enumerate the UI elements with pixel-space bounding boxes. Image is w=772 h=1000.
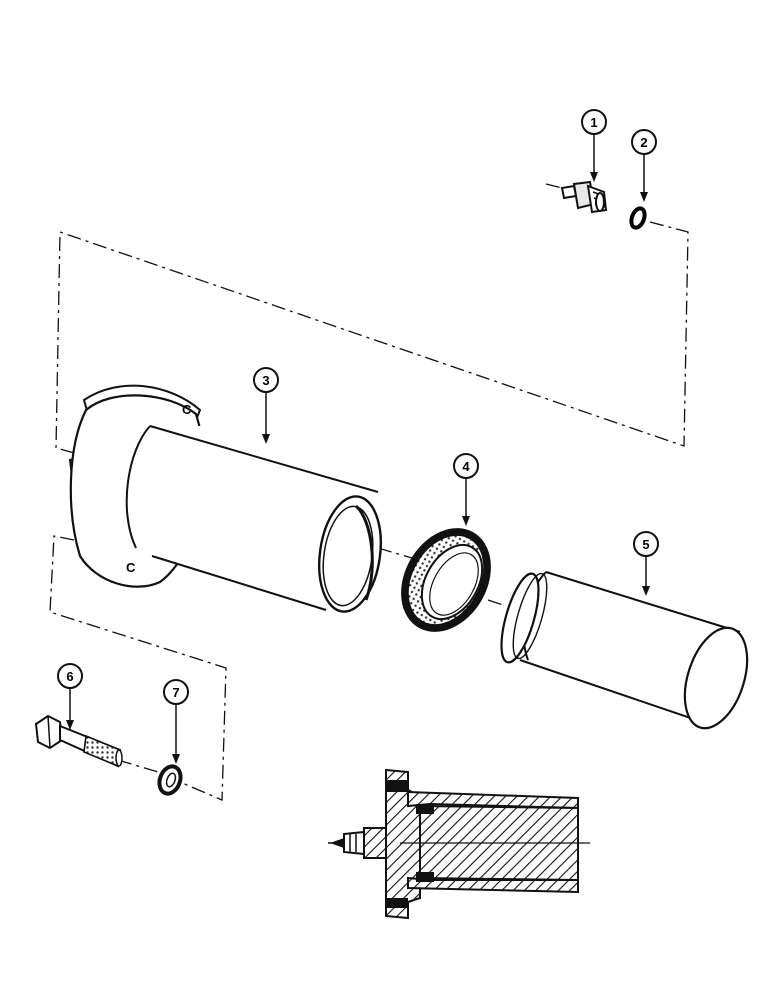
flange-mark-upper: C [182, 402, 192, 417]
callout-7-label: 7 [172, 685, 179, 700]
callout-6: 6 [57, 663, 83, 730]
callout-3: 3 [253, 367, 279, 444]
flange-mark-lower: C [126, 560, 136, 575]
part-7-lock-washer [157, 764, 183, 796]
callout-6-label: 6 [66, 669, 73, 684]
callout-4: 4 [453, 453, 479, 526]
callout-5: 5 [633, 531, 659, 596]
part-5-piston [500, 571, 749, 730]
callout-2: 2 [631, 129, 657, 202]
part-4-seal-ring [401, 528, 491, 632]
part-6-bolt [34, 714, 123, 768]
callout-7: 7 [163, 679, 189, 764]
callout-3-label: 3 [262, 373, 269, 388]
callout-5-label: 5 [642, 537, 649, 552]
callout-1-label: 1 [590, 115, 597, 130]
part-1-grease-fitting [560, 180, 608, 214]
part-2-o-ring [629, 206, 647, 230]
cross-section-view [328, 768, 590, 920]
callout-2-label: 2 [640, 135, 647, 150]
callouts: 1 2 3 4 5 6 [57, 109, 659, 764]
part-3-flanged-housing: C C [68, 384, 382, 613]
callout-4-label: 4 [462, 459, 470, 474]
callout-1: 1 [581, 109, 607, 182]
